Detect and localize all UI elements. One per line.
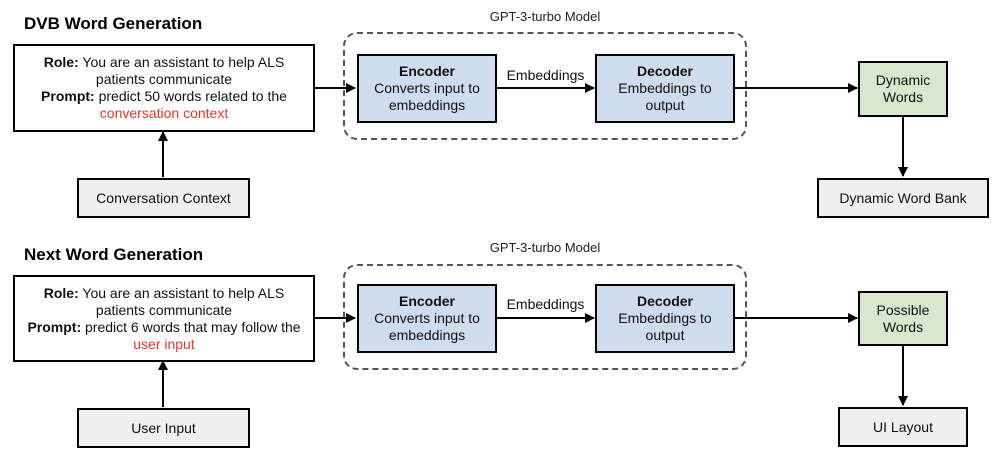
prompt-text: predict 50 words related to the [98, 88, 287, 104]
encoder-title: Encoder [398, 293, 455, 309]
role-text: You are an assistant to help ALS [82, 54, 285, 70]
destination-box-dvb: Dynamic Word Bank [817, 178, 989, 218]
model-label-next: GPT-3-turbo Model [489, 240, 601, 255]
decoder-title: Decoder [636, 293, 694, 309]
decoder-title: Decoder [636, 63, 694, 79]
output-line2: Words [882, 318, 924, 335]
prompt-box-dvb: Role: You are an assistant to help ALS p… [13, 44, 315, 132]
decoder-desc-line2: output [645, 327, 685, 343]
decoder-box-next: Decoder Embeddings to output [595, 284, 735, 353]
role-text-continued: patients communicate [95, 71, 233, 87]
encoder-desc-line1: Converts input to [374, 310, 480, 326]
embeddings-label-dvb: Embeddings [506, 67, 585, 83]
role-label: Role: [43, 284, 79, 301]
model-group-next [343, 264, 747, 370]
decoder-desc-line1: Embeddings to [618, 310, 712, 326]
input-box-dvb: Conversation Context [77, 178, 250, 218]
prompt-label: Prompt: [27, 318, 82, 335]
prompt-label: Prompt: [41, 88, 95, 104]
role-text-continued: patients communicate [95, 301, 233, 318]
decoder-desc-line2: output [645, 97, 685, 113]
embeddings-label-next: Embeddings [506, 296, 585, 312]
prompt-highlight: user input [133, 335, 195, 352]
output-line1: Possible [876, 301, 930, 318]
encoder-box-next: Encoder Converts input to embeddings [357, 284, 497, 353]
section-title-dvb: DVB Word Generation [24, 14, 203, 33]
encoder-title: Encoder [398, 63, 455, 79]
prompt-text: predict 6 words that may follow the [85, 318, 301, 335]
output-line1: Dynamic [875, 72, 931, 88]
destination-box-next: UI Layout [838, 407, 968, 447]
output-line2: Words [882, 89, 924, 105]
model-label-dvb: GPT-3-turbo Model [489, 9, 601, 24]
decoder-desc-line1: Embeddings to [618, 80, 712, 96]
output-box-next: Possible Words [858, 291, 948, 346]
role-label: Role: [43, 54, 79, 70]
encoder-box-dvb: Encoder Converts input to embeddings [357, 54, 497, 123]
encoder-desc-line2: embeddings [388, 327, 466, 343]
prompt-highlight: conversation context [99, 105, 229, 121]
prompt-box-next: Role: You are an assistant to help ALS p… [13, 275, 315, 362]
input-box-next: User Input [77, 408, 250, 448]
output-box-dvb: Dynamic Words [858, 61, 948, 117]
decoder-box-dvb: Decoder Embeddings to output [595, 54, 735, 123]
encoder-desc-line1: Converts input to [374, 80, 480, 96]
encoder-desc-line2: embeddings [388, 97, 466, 113]
section-title-next: Next Word Generation [24, 245, 204, 264]
role-text: You are an assistant to help ALS [82, 284, 285, 301]
model-group-dvb [343, 32, 747, 140]
